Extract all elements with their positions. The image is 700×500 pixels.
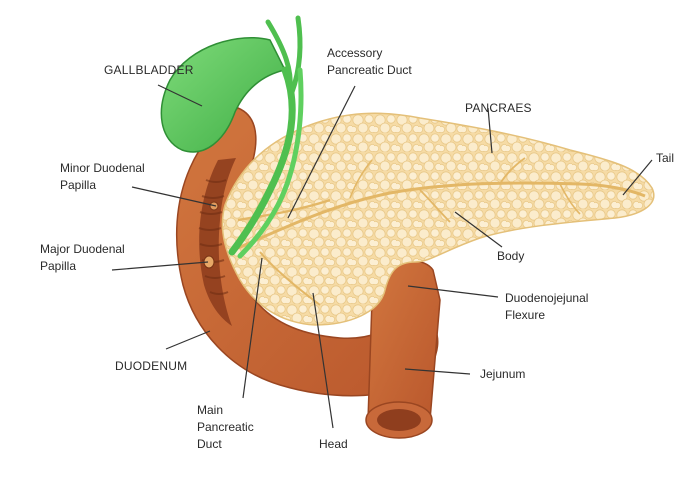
label-jejunum: Jejunum — [480, 367, 526, 381]
jejunum-shape — [365, 260, 441, 439]
pancreas-shape — [221, 112, 655, 326]
label-accessory-pancreatic-duct: Accessory Pancreatic Duct — [327, 46, 412, 77]
label-minor-duodenal-papilla: Minor Duodenal Papilla — [60, 161, 145, 192]
gallbladder-shape — [160, 15, 304, 259]
label-body: Body — [497, 249, 525, 263]
label-head: Head — [319, 437, 348, 451]
label-gallbladder: GALLBLADDER — [104, 63, 194, 77]
label-main-pancreatic-duct: Main Pancreatic Duct — [197, 403, 254, 451]
leader-lines — [111, 84, 653, 429]
label-duodenum: DUODENUM — [115, 359, 188, 373]
label-tail: Tail — [656, 151, 675, 165]
label-duodenojejunal-flexure: Duodenojejunal Flexure — [505, 291, 589, 322]
label-pancreas: PANCRAES — [465, 101, 532, 115]
label-major-duodenal-papilla: Major Duodenal Papilla — [40, 242, 125, 273]
